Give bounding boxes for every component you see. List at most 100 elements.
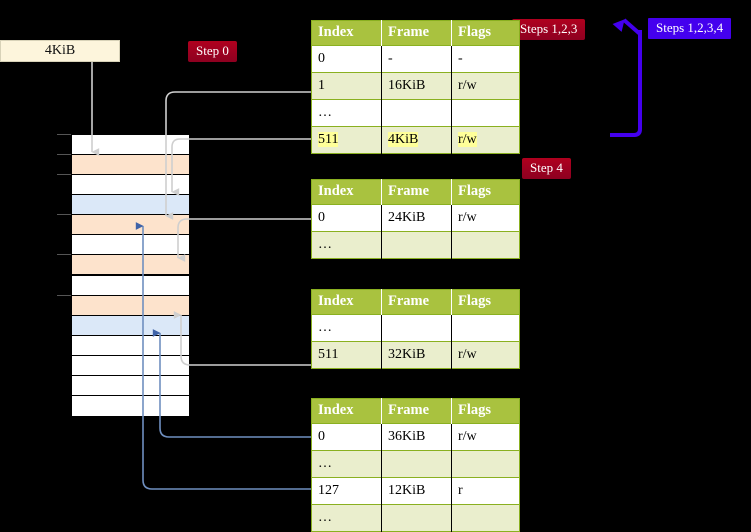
memory-row <box>72 235 189 256</box>
cell-index: 127 <box>311 477 382 505</box>
connector-steps-bracket-head <box>612 18 642 36</box>
cell-frame: - <box>381 45 452 73</box>
cell-frame: 16KiB <box>381 72 452 100</box>
memory-row <box>72 355 189 376</box>
column-header-flags: Flags <box>451 289 520 315</box>
memory-row <box>72 295 189 316</box>
connector-pdpt-to-memory <box>177 218 311 262</box>
badge-steps-123: Steps 1,2,3 <box>512 19 586 40</box>
memory-tick <box>57 254 71 256</box>
cell-flags <box>451 99 520 127</box>
cell-frame <box>381 504 452 532</box>
badge-steps-1234-label: Steps 1,2,3,4 <box>656 20 724 35</box>
cell-flags: r <box>451 477 520 505</box>
badge-steps-1234: Steps 1,2,3,4 <box>648 18 732 39</box>
memory-tick <box>57 214 71 216</box>
cell-frame <box>381 231 452 259</box>
memory-row <box>72 255 189 276</box>
cell-frame: 4KiB <box>381 126 452 154</box>
column-header-frame: Frame <box>381 289 452 315</box>
table-row: 0-- <box>311 45 520 73</box>
badge-step-0: Step 0 <box>188 41 237 62</box>
cell-frame <box>381 450 452 478</box>
memory-row <box>72 315 189 336</box>
memory-row <box>72 215 189 236</box>
connector-pd-to-memory <box>173 311 311 366</box>
cell-index: 1 <box>311 72 382 100</box>
cell-frame: 32KiB <box>381 341 452 369</box>
connector-pml4-to-memory <box>171 138 311 196</box>
table-row: … <box>311 450 520 478</box>
memory-tick <box>57 154 71 156</box>
cell-flags: r/w <box>451 72 520 100</box>
badge-steps-123-label: Steps 1,2,3 <box>520 21 578 36</box>
column-header-flags: Flags <box>451 398 520 424</box>
column-header-flags: Flags <box>451 20 520 46</box>
highlighted-value: r/w <box>458 131 477 147</box>
cell-frame: 36KiB <box>381 423 452 451</box>
table-row: … <box>311 99 520 127</box>
column-header-index: Index <box>311 289 382 315</box>
cell-index: 511 <box>311 126 382 154</box>
memory-row <box>72 155 189 176</box>
cell-flags: r/w <box>451 126 520 154</box>
badge-step-4: Step 4 <box>522 158 571 179</box>
table-row: … <box>311 231 520 259</box>
memory-tick <box>57 294 71 296</box>
memory-row <box>72 335 189 356</box>
cell-index: 0 <box>311 423 382 451</box>
cell-index: … <box>311 504 382 532</box>
cell-flags <box>451 450 520 478</box>
badge-step-4-label: Step 4 <box>530 160 563 175</box>
cell-index: 511 <box>311 341 382 369</box>
memory-row <box>72 375 189 396</box>
table-row: … <box>311 504 520 532</box>
cell-flags: - <box>451 45 520 73</box>
column-header-frame: Frame <box>381 20 452 46</box>
badge-step-0-label: Step 0 <box>196 43 229 58</box>
highlighted-value: 511 <box>318 131 339 147</box>
memory-row <box>72 135 189 156</box>
memory-tick <box>57 174 71 176</box>
column-header-index: Index <box>311 398 382 424</box>
cell-flags: r/w <box>451 341 520 369</box>
memory-row <box>72 195 189 216</box>
cell-frame: 24KiB <box>381 204 452 232</box>
cell-frame <box>381 314 452 342</box>
memory-row <box>72 275 189 296</box>
cell-flags: r/w <box>451 204 520 232</box>
column-header-frame: Frame <box>381 179 452 205</box>
cell-index: … <box>311 450 382 478</box>
memory-row <box>72 175 189 196</box>
column-header-frame: Frame <box>381 398 452 424</box>
column-header-index: Index <box>311 20 382 46</box>
cell-flags <box>451 231 520 259</box>
cell-flags <box>451 314 520 342</box>
cell-index: … <box>311 314 382 342</box>
cell-index: 0 <box>311 204 382 232</box>
column-header-index: Index <box>311 179 382 205</box>
size-label-box: 4KiB <box>0 40 120 62</box>
table-row: … <box>311 314 520 342</box>
cell-flags: r/w <box>451 423 520 451</box>
connector-steps-bracket <box>610 30 642 137</box>
memory-row <box>72 395 189 416</box>
column-header-flags: Flags <box>451 179 520 205</box>
size-label-text: 4KiB <box>44 43 76 58</box>
cell-flags <box>451 504 520 532</box>
memory-tick <box>57 134 71 135</box>
cell-frame <box>381 99 452 127</box>
